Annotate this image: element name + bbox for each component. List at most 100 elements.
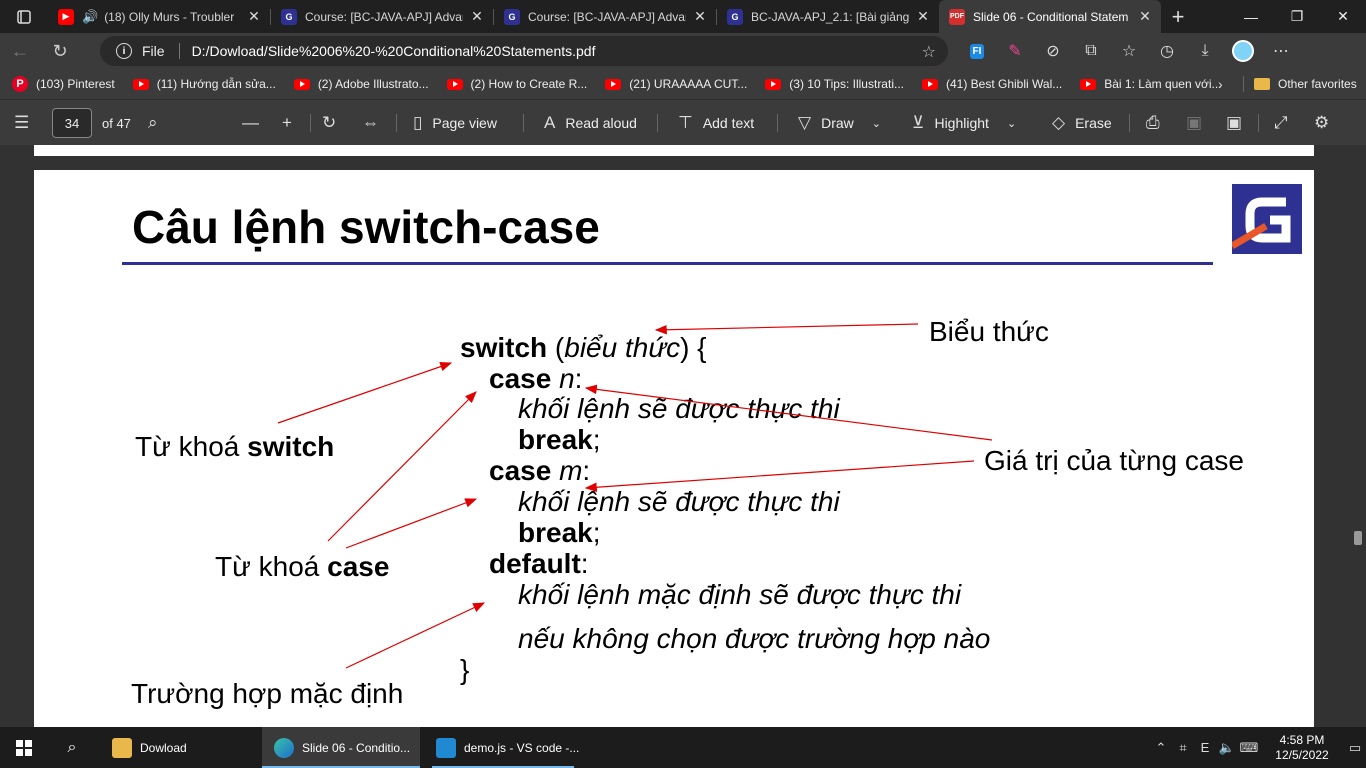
- start-button[interactable]: [0, 727, 48, 768]
- windows-icon: [16, 739, 32, 756]
- taskbar: ⌕ Dowload Slide 06 - Conditio... demo.js…: [0, 727, 1366, 768]
- find-button[interactable]: ⌕: [148, 100, 168, 146]
- extension-fi-icon[interactable]: FI: [958, 33, 996, 69]
- add-favorite-icon[interactable]: ☆: [921, 44, 936, 61]
- close-tab-icon[interactable]: ✕: [471, 8, 483, 24]
- volume-icon[interactable]: 🔈: [1218, 739, 1236, 755]
- zoom-out-button[interactable]: —: [242, 100, 269, 146]
- chevron-down-icon[interactable]: ⌄: [1006, 117, 1017, 130]
- color-picker-icon[interactable]: ✎: [1008, 43, 1022, 60]
- tab-course-1[interactable]: G Course: [BC-JAVA-APJ] Advan ✕: [271, 0, 493, 33]
- draw-button[interactable]: ▽Draw⌄: [798, 100, 881, 146]
- code-line-default: default:: [489, 548, 589, 580]
- favorite-link[interactable]: (11) Hướng dẫn sửa...: [132, 77, 276, 91]
- rotate-button[interactable]: ↻: [322, 100, 346, 146]
- switch-open-brace: ) {: [680, 332, 707, 363]
- history-icon[interactable]: ◷: [1160, 43, 1174, 60]
- pdf-page: Câu lệnh switch-case switch (biểu thức) …: [34, 170, 1314, 727]
- refresh-icon: ↻: [52, 40, 68, 61]
- favorite-link[interactable]: (41) Best Ghibli Wal...: [921, 77, 1062, 91]
- active-indicator: [262, 766, 420, 768]
- network-icon[interactable]: ⌗: [1179, 739, 1187, 755]
- other-favorites-folder[interactable]: Other favorites: [1254, 69, 1357, 99]
- code-line-default-block-2: nếu không chọn được trường hợp nào: [518, 623, 990, 655]
- draw-label: Draw: [821, 115, 854, 131]
- print-button[interactable]: ⎙: [1146, 100, 1170, 146]
- favorite-pinterest[interactable]: P(103) Pinterest: [12, 76, 115, 92]
- arrow-case-1: [327, 391, 477, 542]
- clock[interactable]: 4:58 PM 12/5/2022: [1260, 733, 1344, 763]
- compass-icon[interactable]: ⊘: [1046, 43, 1060, 60]
- pdf-viewport[interactable]: Câu lệnh switch-case switch (biểu thức) …: [0, 145, 1366, 727]
- toolbar-divider: [523, 114, 524, 132]
- close-tab-icon[interactable]: ✕: [1139, 8, 1151, 24]
- clock-date: 12/5/2022: [1275, 747, 1329, 762]
- taskbar-search-button[interactable]: ⌕: [48, 727, 96, 768]
- save-button[interactable]: ▣: [1186, 100, 1212, 146]
- folder-icon: [112, 737, 132, 758]
- tab-youtube-olly-murs[interactable]: ▶ 🔊 (18) Olly Murs - Troubler ✕: [48, 0, 270, 33]
- scrollbar-thumb[interactable]: [1354, 531, 1362, 545]
- extensions-icon[interactable]: ⧉: [1085, 42, 1097, 59]
- close-tab-icon[interactable]: ✕: [694, 8, 706, 24]
- page-number-input[interactable]: 34: [52, 108, 92, 138]
- other-favorites-label: Other favorites: [1278, 77, 1357, 91]
- notification-icon[interactable]: ▭: [1348, 739, 1362, 755]
- tab-slide-06[interactable]: PDF Slide 06 - Conditional Statem ✕: [939, 0, 1161, 33]
- toolbar-divider: [1258, 114, 1259, 132]
- more-menu-icon[interactable]: ⋯: [1273, 43, 1289, 60]
- save-icon: ▣: [1186, 113, 1203, 132]
- profile-avatar[interactable]: [1224, 33, 1262, 69]
- clock-time: 4:58 PM: [1279, 732, 1325, 747]
- tab-course-2[interactable]: G Course: [BC-JAVA-APJ] Advan ✕: [494, 0, 716, 33]
- favorites-overflow-icon[interactable]: ›: [1218, 76, 1223, 92]
- favorite-link[interactable]: Bài 1: Làm quen với...: [1080, 77, 1222, 91]
- taskbar-app-dowload[interactable]: Dowload: [100, 727, 258, 768]
- info-icon[interactable]: i: [116, 43, 132, 59]
- language-icon[interactable]: E: [1200, 740, 1210, 755]
- page-view-button[interactable]: ▯Page view: [413, 100, 497, 146]
- contents-button[interactable]: ☰: [14, 100, 39, 146]
- address-bar[interactable]: i File D:/Dowload/Slide%2006%20-%20Condi…: [100, 36, 948, 66]
- url-text[interactable]: D:/Dowload/Slide%2006%20-%20Conditional%…: [191, 43, 596, 59]
- tab-actions-button[interactable]: [0, 0, 48, 33]
- favorite-link[interactable]: (2) How to Create R...: [446, 77, 587, 91]
- save-as-button[interactable]: ▣: [1226, 100, 1252, 146]
- erase-button[interactable]: ◇Erase: [1052, 100, 1112, 146]
- case-value: m: [559, 455, 583, 486]
- audio-playing-icon[interactable]: 🔊: [82, 8, 99, 24]
- back-button[interactable]: ←: [0, 33, 40, 69]
- semicolon: ;: [592, 517, 601, 548]
- taskbar-app-vscode[interactable]: demo.js - VS code -...: [424, 727, 582, 768]
- highlight-button[interactable]: ⊻Highlight⌄: [912, 100, 1016, 146]
- close-tab-icon[interactable]: ✕: [248, 8, 260, 24]
- tab-title: Course: [BC-JAVA-APJ] Advan: [305, 9, 463, 24]
- favorites-icon[interactable]: ☆: [1121, 43, 1137, 60]
- tab-title: (18) Olly Murs - Troubler: [104, 9, 235, 24]
- favorite-link[interactable]: (3) 10 Tips: Illustrati...: [765, 77, 904, 91]
- chevron-down-icon[interactable]: ⌄: [871, 117, 881, 130]
- taskbar-app-edge[interactable]: Slide 06 - Conditio...: [262, 727, 420, 768]
- minimize-icon[interactable]: —: [1244, 8, 1258, 25]
- restore-icon[interactable]: ❐: [1290, 8, 1304, 24]
- close-tab-icon[interactable]: ✕: [917, 8, 929, 24]
- settings-button[interactable]: ⚙: [1314, 100, 1339, 146]
- add-text-button[interactable]: ⊤Add text: [678, 100, 754, 146]
- favorite-link[interactable]: (2) Adobe Illustrato...: [293, 77, 429, 91]
- close-window-icon[interactable]: ✕: [1337, 8, 1349, 24]
- keyboard-icon[interactable]: ⌨: [1239, 739, 1259, 755]
- vertical-scrollbar[interactable]: [1350, 145, 1366, 727]
- close-brace: }: [460, 654, 470, 685]
- chevron-up-icon[interactable]: ⌃: [1155, 739, 1167, 755]
- new-tab-button[interactable]: +: [1171, 3, 1185, 29]
- downloads-icon[interactable]: ⤓: [1201, 42, 1209, 59]
- fit-to-width-button[interactable]: ⇔: [362, 100, 389, 146]
- refresh-button[interactable]: ↻: [40, 33, 80, 69]
- favorite-link[interactable]: (21) URAAAAA CUT...: [605, 77, 747, 91]
- zoom-in-button[interactable]: +: [282, 100, 302, 146]
- tab-bai-giang[interactable]: G BC-JAVA-APJ_2.1: [Bài giảng] ✕: [717, 0, 939, 33]
- favorite-label: Bài 1: Làm quen với...: [1104, 77, 1222, 91]
- toolbar-divider: [310, 114, 311, 132]
- fullscreen-button[interactable]: ⤢: [1274, 100, 1298, 146]
